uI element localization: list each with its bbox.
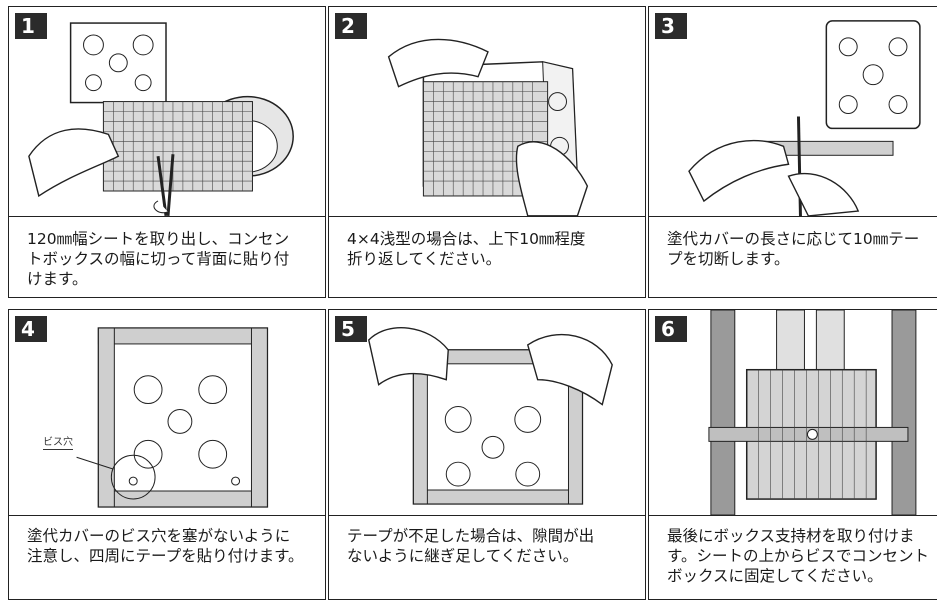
step-panel-2: 2 4×4浅型の場合は、上下10㎜程度 折り返してください。 <box>328 6 646 298</box>
step-3-illustration <box>649 7 937 217</box>
step-number-badge: 3 <box>655 13 687 39</box>
step-number-badge: 1 <box>15 13 47 39</box>
step-1-caption: 120㎜幅シートを取り出し、コンセン トボックスの幅に切って背面に貼り付 けます… <box>27 230 290 288</box>
step-panel-1: 1 120㎜幅シートを取り出し、コンセン トボックスの幅に切って背面に貼り付 け… <box>8 6 326 298</box>
step-number-badge: 5 <box>335 316 367 342</box>
step-panel-3: 3 塗代カバーの長さに応じて10㎜テー プを切断します。 <box>648 6 937 298</box>
fold-sheet-illustration <box>387 38 589 216</box>
step-4-caption: 塗代カバーのビス穴を塞がないように 注意し、四周にテープを貼り付けます。 <box>27 527 304 565</box>
step-5-illustration <box>329 310 645 516</box>
step-panel-6: 6 最後にボックス支持材を取り付けま す。シートの上からビスでコンセント ボック… <box>648 309 937 600</box>
step-4-illustration <box>9 310 325 516</box>
cut-tape-illustration <box>688 20 921 216</box>
step-number-badge: 2 <box>335 13 367 39</box>
step-6-caption: 最後にボックス支持材を取り付けま す。シートの上からビスでコンセント ボックスに… <box>667 527 929 585</box>
step-panel-4: 4 ビス穴 塗代カバーのビス穴を塞がないように 注意し、四周にテープを貼り付けま… <box>8 309 326 600</box>
frame-tape-illustration <box>76 327 269 508</box>
tape-cutting-illustration <box>28 22 294 216</box>
screw-hole-callout: ビス穴 <box>43 433 73 450</box>
step-3-caption: 塗代カバーの長さに応じて10㎜テー プを切断します。 <box>667 230 920 268</box>
step-6-illustration <box>649 310 937 516</box>
step-number-badge: 4 <box>15 316 47 342</box>
step-5-caption: テープが不足した場合は、隙間が出 ないように継ぎ足してください。 <box>347 527 595 565</box>
patch-tape-illustration <box>367 327 613 505</box>
step-1-illustration <box>9 7 325 217</box>
step-number-badge: 6 <box>655 316 687 342</box>
step-2-illustration <box>329 7 645 217</box>
mount-support-illustration <box>708 310 917 515</box>
step-2-caption: 4×4浅型の場合は、上下10㎜程度 折り返してください。 <box>347 230 586 268</box>
step-panel-5: 5 テープが不足した場合は、隙間が出 ないように継ぎ足してください。 <box>328 309 646 600</box>
